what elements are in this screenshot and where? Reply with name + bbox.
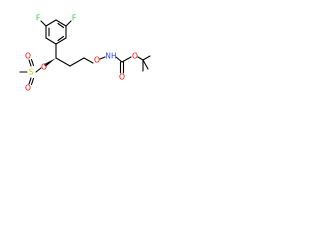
bond-chain-2: [69, 57, 85, 67]
bond-nh-carbonyl: [115, 56, 123, 63]
bond-tbu-methyl-1: [142, 55, 151, 61]
bond-c-f-left: [40, 20, 47, 27]
atom-oxygen-ester: O: [41, 63, 47, 72]
bond-s-o-bottom-a: [28, 77, 32, 85]
molecule-structure: F F S O O O O NH O O: [19, 14, 151, 93]
atom-oxygen-sulfonyl-bottom: O: [25, 84, 31, 93]
atom-oxygen-boc: O: [132, 52, 138, 61]
bond-o-nh: [99, 56, 106, 60]
atom-oxygen-oxyamine: O: [94, 56, 100, 65]
atom-oxygen-carbonyl: O: [119, 73, 125, 82]
wedge-bond-c-o: [44, 58, 56, 67]
bond-c-f-right: [65, 20, 72, 27]
atom-nitrogen-nh: NH: [105, 52, 116, 61]
phenyl-ring: [45, 19, 67, 45]
bond-tbu-methyl-3: [142, 59, 149, 70]
bond-c-o-boc: [121, 56, 132, 63]
bond-o-tbu: [137, 56, 144, 61]
atom-fluorine-right: F: [72, 14, 76, 23]
atom-oxygen-sulfonyl-top: O: [25, 52, 31, 61]
atom-sulfur: S: [29, 68, 34, 77]
molecule-canvas: F F S O O O O NH O O: [0, 0, 152, 152]
bond-s-o-top-a: [28, 59, 32, 67]
atom-fluorine-left: F: [36, 14, 40, 23]
bond-o-s: [35, 67, 42, 73]
bond-s-o-bottom-b: [30, 77, 35, 86]
bond-s-o-top-b: [30, 58, 35, 67]
bond-chain-1: [55, 57, 71, 67]
bond-chain-3: [83, 57, 94, 64]
